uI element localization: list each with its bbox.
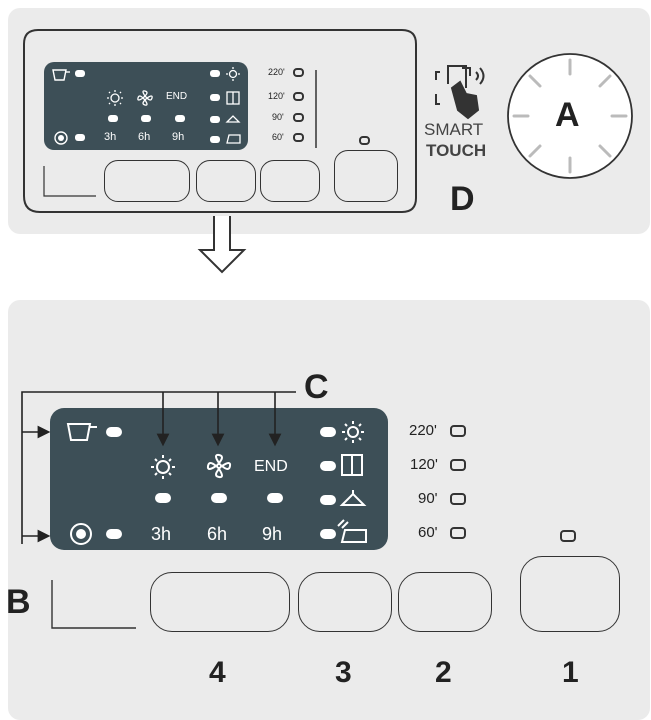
led-option-9h-large: [267, 493, 283, 503]
button-3[interactable]: [298, 572, 392, 632]
led-prewash-large: [106, 427, 122, 437]
iron-icon: [226, 134, 241, 144]
time-90-label: 90': [272, 112, 284, 122]
led-stain-large: [106, 529, 122, 539]
time-90-label-large: 90': [418, 490, 438, 507]
zoom-frame: [23, 29, 417, 213]
smart-label: SMART: [424, 120, 484, 139]
button-4[interactable]: [150, 572, 290, 632]
touch-label: TOUCH: [426, 141, 487, 160]
option-9h-label-large: 9h: [262, 524, 283, 544]
fan-icon: [137, 90, 153, 106]
top-button-2[interactable]: [260, 160, 320, 202]
option-6h-label-large: 6h: [207, 524, 228, 544]
time-60-label-large: 60': [418, 524, 438, 541]
led-option-3h-large: [155, 493, 171, 503]
time-220-label-large: 220': [409, 422, 437, 439]
top-button-1-led: [359, 136, 370, 145]
option-3h-label-large: 3h: [151, 524, 172, 544]
led-dry-1-large: [320, 427, 336, 437]
sun-icon-right: [226, 67, 240, 81]
led-option-6h-large: [211, 493, 227, 503]
hanger-icon-large: [339, 490, 367, 506]
smart-touch-graphic: [435, 65, 485, 120]
led-dry-1: [210, 70, 220, 77]
hanger-icon: [225, 115, 241, 123]
option-9h-label: 9h: [172, 131, 185, 143]
time-120-led: [293, 92, 304, 101]
button-2[interactable]: [398, 572, 492, 632]
c-bracket-line: [21, 391, 296, 544]
time-90-led-large: [450, 493, 466, 505]
button-1[interactable]: [520, 556, 620, 632]
end-label: END: [166, 91, 188, 102]
button-1-led: [560, 530, 576, 542]
top-button-1[interactable]: [334, 150, 398, 202]
time-120-label-large: 120': [410, 456, 438, 473]
letter-c: C: [304, 368, 329, 406]
prewash-icon-large: [66, 423, 97, 441]
sun-icon-large: [151, 455, 175, 479]
bottom-bracket-line: [51, 580, 136, 629]
cupboard-icon-large: [341, 454, 363, 476]
stain-icon-large: [70, 523, 92, 545]
time-60-led-large: [450, 527, 466, 539]
iron-icon-large: [337, 519, 367, 543]
top-button-3[interactable]: [196, 160, 256, 202]
letter-b: B: [6, 583, 31, 621]
button-number-2: 2: [435, 656, 452, 689]
program-dial[interactable]: [0, 0, 651, 300]
led-dry-4-large: [320, 529, 336, 539]
time-220-led-large: [450, 425, 466, 437]
led-prewash: [75, 70, 85, 77]
led-dry-3-large: [320, 495, 336, 505]
letter-d: D: [450, 180, 475, 218]
led-dry-2: [210, 94, 220, 101]
down-arrow-icon: [197, 216, 247, 274]
cupboard-icon: [226, 91, 240, 105]
time-120-led-large: [450, 459, 466, 471]
option-3h-label: 3h: [104, 131, 117, 143]
led-option-6h: [141, 115, 151, 122]
button-number-4: 4: [209, 656, 226, 689]
time-60-label: 60': [272, 132, 284, 142]
led-option-9h: [175, 115, 185, 122]
option-6h-label: 6h: [138, 131, 151, 143]
led-dry-2-large: [320, 461, 336, 471]
led-stain: [75, 134, 85, 141]
letter-a: A: [555, 96, 580, 134]
stain-icon: [54, 131, 68, 145]
time-220-label: 220': [268, 67, 285, 77]
time-60-led: [293, 133, 304, 142]
time-120-label: 120': [268, 91, 285, 101]
fan-icon-large: [206, 453, 232, 479]
sun-icon-right-large: [342, 421, 364, 443]
led-option-3h: [108, 115, 118, 122]
time-220-led: [293, 68, 304, 77]
bracket-line: [43, 166, 96, 197]
top-panel-lines: [23, 29, 417, 274]
top-display-icons: [52, 67, 241, 145]
led-dry-4: [210, 136, 220, 143]
end-label-large: END: [254, 458, 288, 475]
prewash-icon: [52, 69, 70, 81]
button-number-3: 3: [335, 656, 352, 689]
dial-ticks: [512, 58, 628, 174]
stain-icon-core: [58, 135, 64, 141]
sun-icon: [107, 90, 123, 106]
top-button-4[interactable]: [104, 160, 190, 202]
time-90-led: [293, 113, 304, 122]
smart-touch-icon: [435, 65, 485, 120]
button-number-1: 1: [562, 656, 579, 689]
led-dry-3: [210, 116, 220, 123]
